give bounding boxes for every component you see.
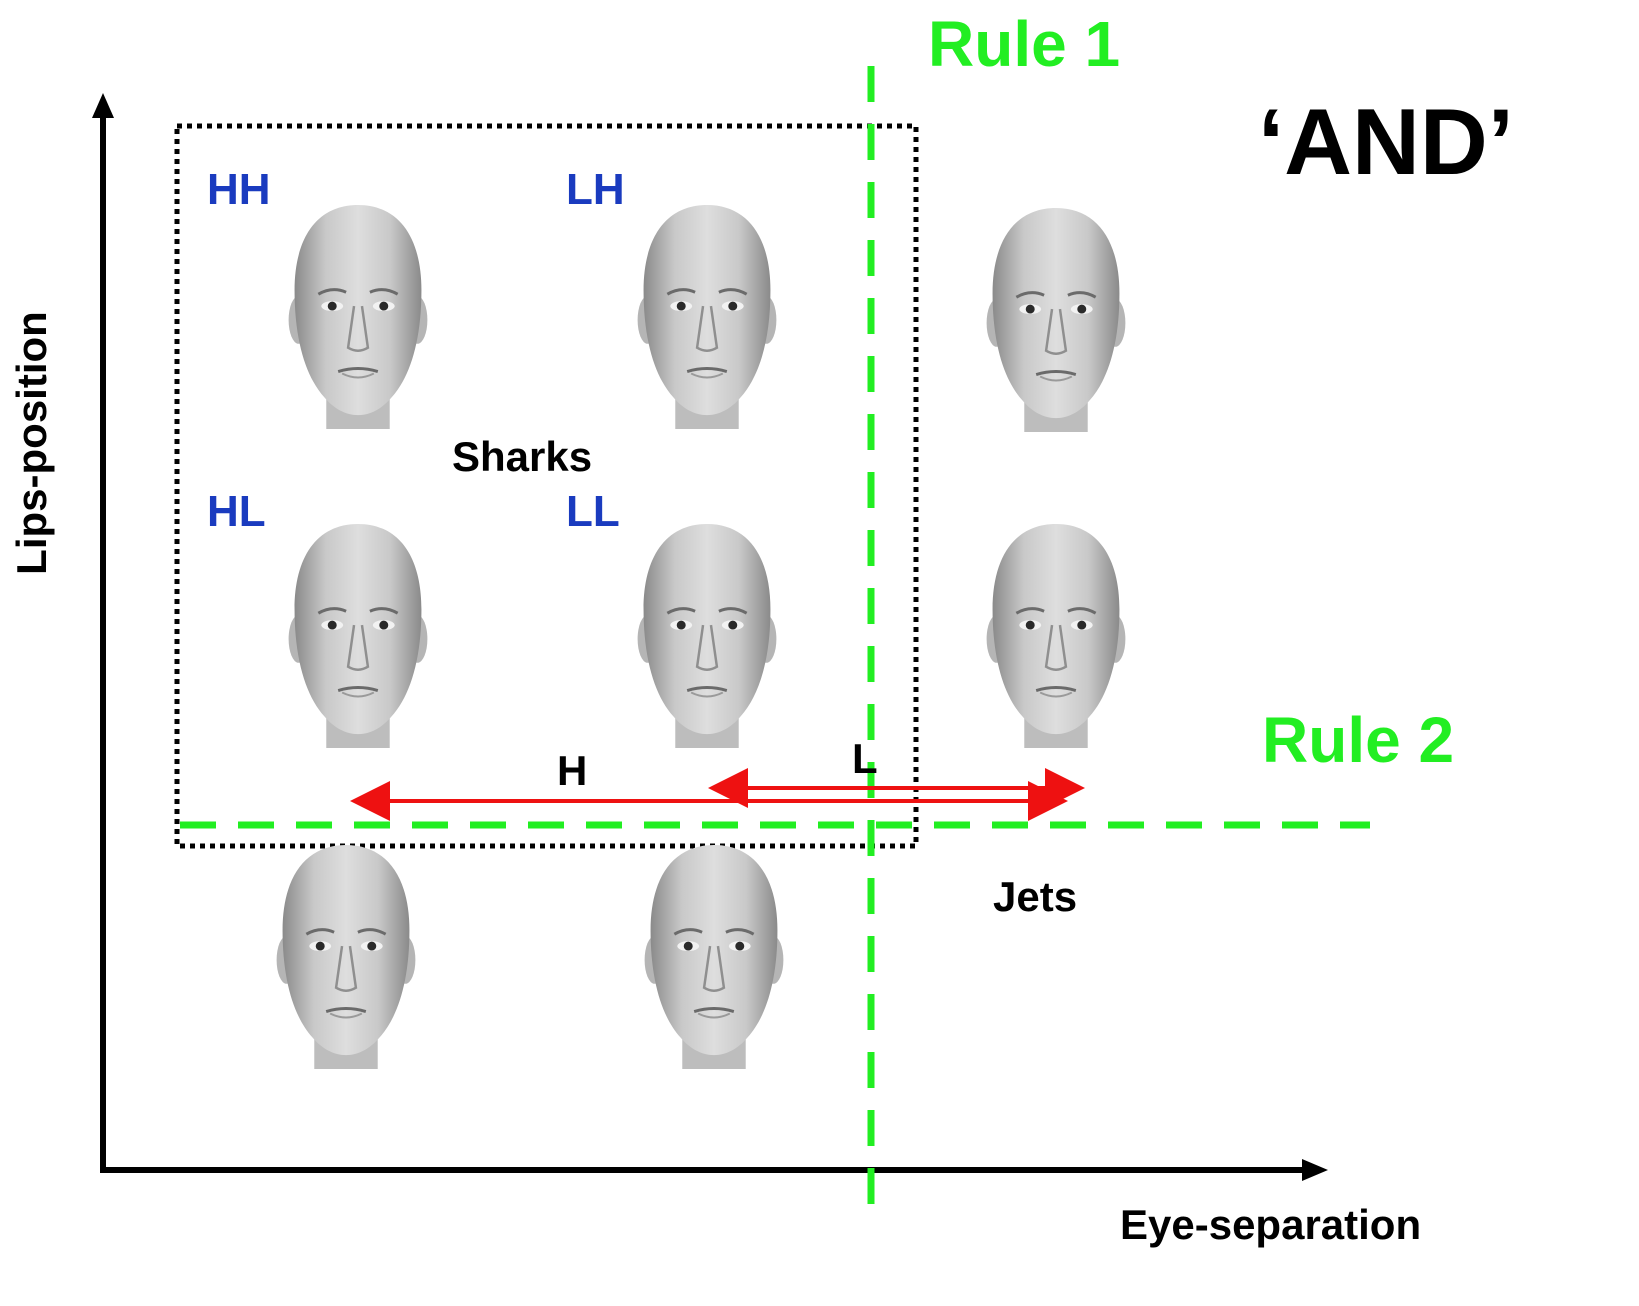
- ll-label: LL: [566, 487, 620, 536]
- h-arrow-label: H: [557, 747, 588, 794]
- face-icon: [985, 206, 1127, 434]
- face-icon: [643, 843, 785, 1071]
- face-icon: [275, 843, 417, 1071]
- face-icon: [287, 522, 429, 750]
- face-icon: [636, 522, 778, 750]
- jets-label: Jets: [993, 873, 1078, 920]
- rule-2-label: Rule 2: [1262, 704, 1455, 776]
- face-icon: [636, 203, 778, 431]
- and-title: ‘AND’: [1258, 89, 1514, 194]
- face-icon: [985, 522, 1127, 750]
- hh-label: HH: [207, 165, 271, 214]
- x-axis-label: Eye-separation: [1120, 1201, 1422, 1248]
- x-axis: [100, 1159, 1328, 1181]
- lh-label: LH: [566, 165, 625, 214]
- hl-label: HL: [207, 487, 266, 536]
- l-arrow-label: L: [852, 735, 878, 782]
- rule-1-label: Rule 1: [928, 8, 1121, 80]
- face-icon: [287, 203, 429, 431]
- sharks-region-box: [174, 123, 919, 849]
- sharks-label: Sharks: [452, 433, 593, 480]
- y-axis-label: Lips-position: [8, 311, 55, 575]
- y-axis: [92, 93, 114, 1172]
